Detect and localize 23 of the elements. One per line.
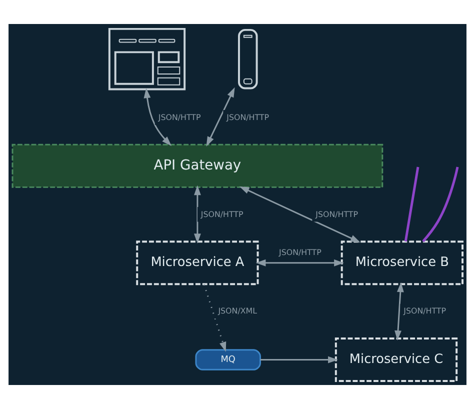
edge-label: JSON/HTTP xyxy=(200,209,244,218)
arrow xyxy=(394,282,404,340)
arrow xyxy=(203,284,226,352)
edge-label: JSON/XML xyxy=(218,306,258,316)
edge-label: JSON/HTTP xyxy=(279,247,322,256)
node-picture xyxy=(238,28,258,89)
arrow xyxy=(206,86,235,146)
connector xyxy=(404,166,420,242)
connector xyxy=(422,166,459,242)
arrow xyxy=(144,88,172,146)
node-box: Microservice C xyxy=(334,337,458,382)
arrow xyxy=(256,258,344,266)
node-box: Microservice A xyxy=(136,240,259,285)
edge-label: JSON/HTTP xyxy=(404,306,446,316)
node-box: Microservice B xyxy=(340,240,464,285)
edge-label: JSON/HTTP xyxy=(316,209,358,218)
arrow xyxy=(194,184,201,244)
node-box: API Gateway xyxy=(12,143,384,188)
node-picture xyxy=(108,27,186,90)
node-box: MQ xyxy=(195,348,261,370)
edge-label: JSON/HTTP xyxy=(226,112,270,122)
arrow xyxy=(260,356,338,363)
edge-label: JSON/HTTP xyxy=(158,112,201,122)
